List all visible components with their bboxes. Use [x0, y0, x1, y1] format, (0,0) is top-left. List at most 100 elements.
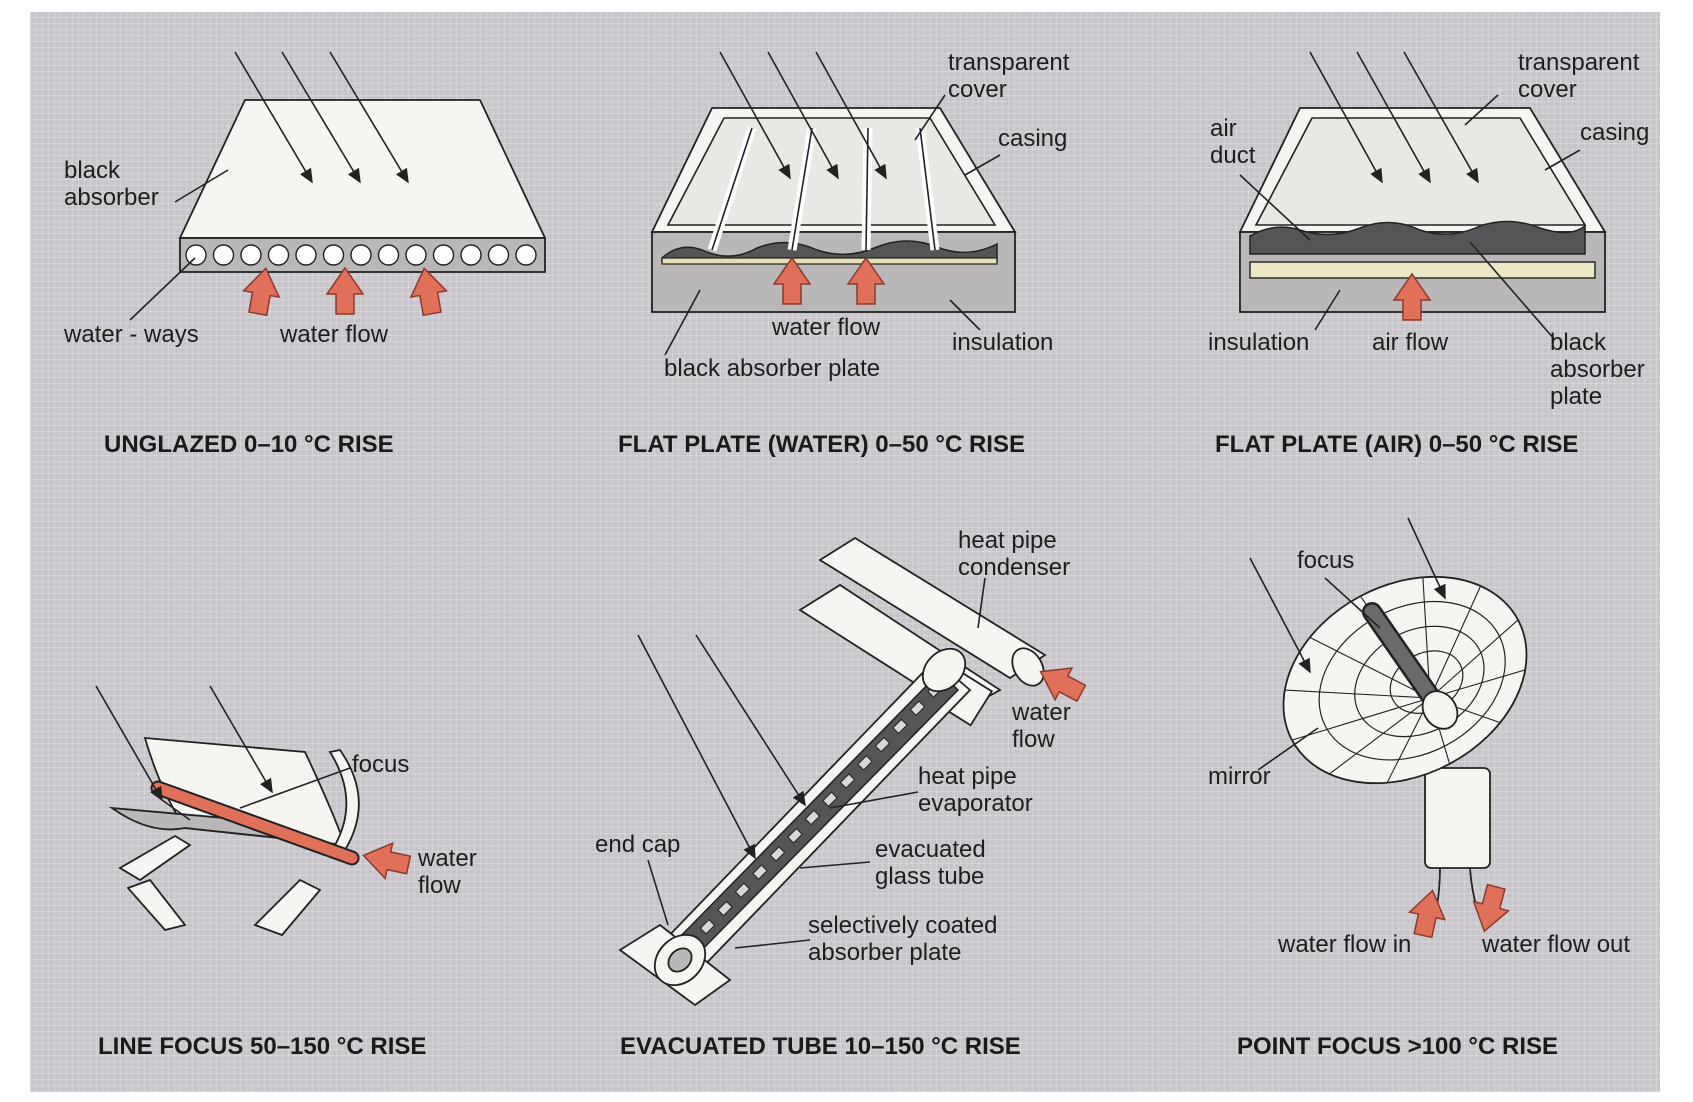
label-casing: casing: [1580, 119, 1649, 146]
label-condenser: condenser: [958, 554, 1070, 581]
sun-rays: [637, 634, 806, 860]
dish-rib: [1284, 689, 1431, 699]
water-way-hole: [405, 244, 427, 266]
label-water-flow: water flow: [279, 321, 389, 348]
absorber-slot: [717, 900, 733, 917]
water-flow-arrows: [239, 264, 451, 318]
focus-absorber-tube: [150, 780, 360, 866]
water-way-hole: [460, 244, 482, 266]
absorber-slot: [699, 919, 716, 935]
label-mirror: mirror: [1208, 763, 1271, 790]
panel-unglazed: black absorber water - ways water flow U…: [63, 51, 547, 458]
water-way-hole: [515, 244, 537, 266]
end-cap: [618, 923, 732, 1007]
dish-rib: [1309, 636, 1431, 699]
title-flat-plate-air: FLAT PLATE (AIR) 0–50 °C RISE: [1215, 431, 1578, 458]
unglazed-absorber: [178, 99, 547, 273]
label-absorber: absorber: [64, 184, 159, 211]
water-way-hole: [322, 244, 345, 266]
title-flat-plate-water: FLAT PLATE (WATER) 0–50 °C RISE: [618, 431, 1025, 458]
label-black: black: [64, 157, 121, 184]
evacuated-glass-tube: [658, 647, 972, 977]
absorber-slot: [874, 736, 891, 753]
label-black-absorber-plate: black absorber plate: [664, 355, 880, 382]
title-line-focus: LINE FOCUS 50–150 °C RISE: [98, 1033, 426, 1060]
label-water: water: [417, 845, 477, 872]
flat-air-casing: [1238, 107, 1607, 313]
label-water-flow: water flow: [771, 314, 881, 341]
absorber-slot: [804, 809, 821, 826]
sun-rays: [1249, 517, 1446, 674]
focus-receiver: [1362, 602, 1459, 730]
water-way-hole: [487, 244, 510, 266]
label-glass-tube: glass tube: [875, 863, 984, 890]
title-evacuated-tube: EVACUATED TUBE 10–150 °C RISE: [620, 1033, 1021, 1060]
absorber-slot: [734, 882, 751, 899]
label-end-cap: end cap: [595, 831, 680, 858]
title-point-focus: POINT FOCUS >100 °C RISE: [1237, 1033, 1558, 1060]
panel-flat-plate-water: transparent cover casing water flow insu…: [618, 49, 1070, 458]
water-way-holes: [185, 244, 537, 266]
label-casing: casing: [998, 125, 1067, 152]
panel-flat-plate-air: transparent cover air duct casing insula…: [1208, 49, 1649, 458]
dish-rib: [1429, 585, 1482, 699]
sun-rays: [1309, 51, 1479, 184]
absorber-slot: [839, 773, 856, 789]
label-focus: focus: [352, 751, 409, 778]
parabolic-trough: [108, 736, 360, 937]
label-evacuated: evacuated: [875, 836, 986, 863]
label-absorber: absorber: [1550, 356, 1645, 383]
title-unglazed: UNGLAZED 0–10 °C RISE: [104, 431, 394, 458]
riser-tubes: [707, 126, 940, 252]
absorber-slot: [892, 718, 908, 735]
label-heat-pipe-evaporator-1: heat pipe: [918, 763, 1017, 790]
label-air: air: [1210, 115, 1237, 142]
label-flow: flow: [418, 872, 461, 899]
absorber-slot: [857, 755, 873, 771]
water-way-hole: [432, 244, 455, 266]
label-selectively-coated: selectively coated: [808, 912, 997, 939]
water-way-hole: [240, 244, 262, 266]
label-transparent: transparent: [1518, 49, 1640, 76]
water-way-hole: [377, 244, 400, 266]
label-transparent: transparent: [948, 49, 1070, 76]
label-air-flow: air flow: [1372, 329, 1449, 356]
label-duct: duct: [1210, 142, 1256, 169]
label-cover: cover: [1518, 76, 1577, 103]
label-water-flow-out: water flow out: [1481, 931, 1630, 958]
absorber-slot: [752, 864, 768, 880]
absorber-slot: [822, 791, 838, 808]
label-flow: flow: [1012, 726, 1055, 753]
label-insulation: insulation: [1208, 329, 1309, 356]
absorber-slot: [769, 846, 786, 862]
label-evaporator: evaporator: [918, 790, 1033, 817]
panel-point-focus: focus mirror water flow in water flow ou…: [1208, 517, 1630, 1060]
dish-rib: [1429, 619, 1519, 699]
label-water-ways: water - ways: [63, 321, 199, 348]
panel-evacuated-tube: heat pipe condenser water flow heat pipe…: [595, 527, 1091, 1060]
water-way-hole: [295, 244, 317, 266]
label-absorber-plate: absorber plate: [808, 939, 961, 966]
parabolic-dish-mirror: [1282, 575, 1528, 785]
label-focus: focus: [1297, 547, 1354, 574]
water-flow-arrow: [358, 837, 413, 884]
water-way-hole: [350, 244, 372, 266]
label-cover: cover: [948, 76, 1007, 103]
water-way-hole: [267, 244, 290, 266]
dish-rib: [1291, 697, 1431, 741]
panel-line-focus: focus water flow LINE FOCUS 50–150 °C RI…: [95, 685, 477, 1060]
label-plate: plate: [1550, 383, 1602, 410]
label-black: black: [1550, 329, 1607, 356]
label-heat-pipe: heat pipe: [958, 527, 1057, 554]
sun-rays: [95, 685, 273, 821]
flat-water-casing: [650, 107, 1017, 313]
water-flow-out-arrow: [1466, 881, 1515, 937]
label-water-flow-in: water flow in: [1277, 931, 1411, 958]
sun-rays: [234, 51, 409, 184]
absorber-slot: [909, 700, 926, 716]
water-way-hole: [185, 244, 207, 266]
water-way-hole: [212, 244, 235, 266]
label-insulation: insulation: [952, 329, 1053, 356]
dish-rib: [1329, 697, 1431, 775]
